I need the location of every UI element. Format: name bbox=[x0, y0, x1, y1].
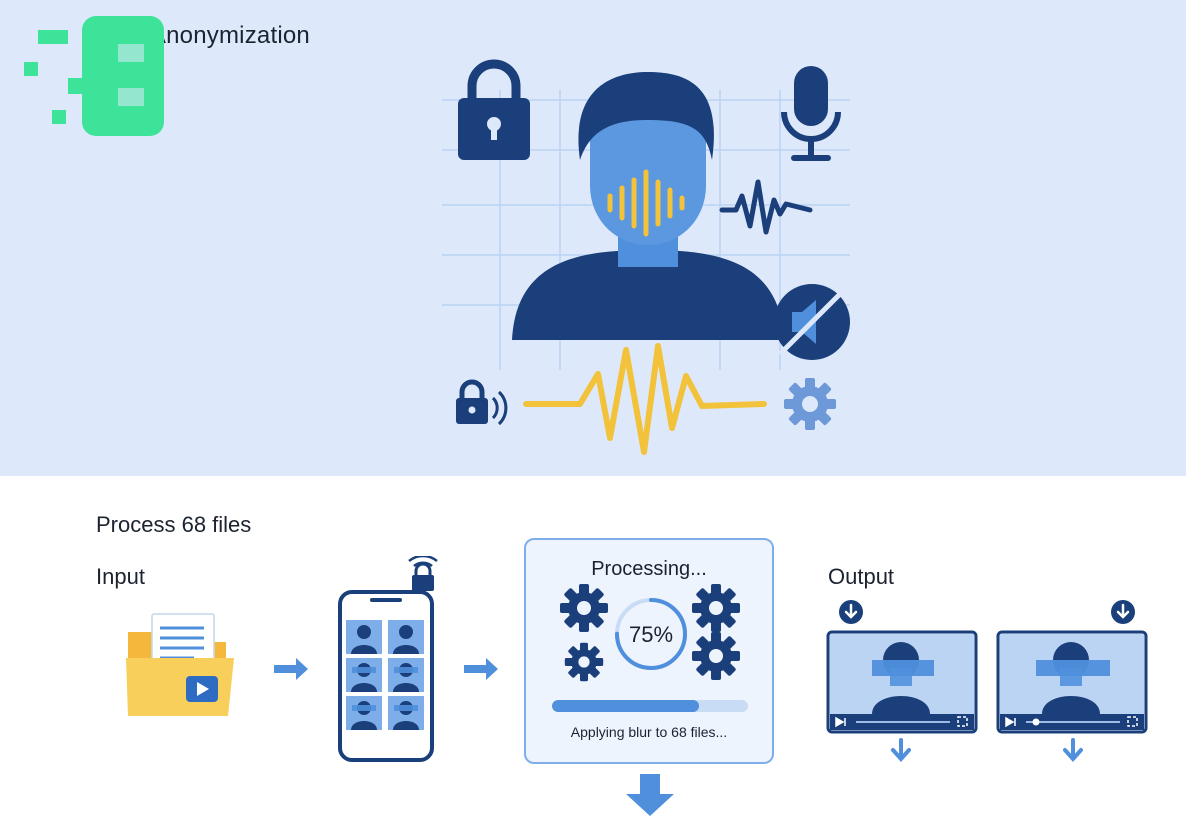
gear-icon bbox=[784, 378, 836, 430]
input-label: Input bbox=[96, 564, 145, 589]
arrow-down-icon bbox=[891, 738, 911, 763]
download-icon bbox=[1111, 600, 1135, 624]
wireless-lock-icon bbox=[456, 379, 508, 426]
process-title: Process 68 files bbox=[96, 512, 252, 537]
progress-bar-fill bbox=[552, 700, 699, 712]
person-icon bbox=[512, 72, 784, 340]
anonymization-illustration bbox=[442, 59, 850, 455]
progress-percent: 75% bbox=[628, 622, 674, 647]
blur-bar bbox=[1036, 660, 1110, 676]
status-text: Applying blur to 68 files... bbox=[570, 724, 728, 740]
output-video-1[interactable] bbox=[826, 598, 978, 768]
download-icon bbox=[839, 600, 863, 624]
microphone-icon bbox=[781, 66, 841, 161]
gear-icon bbox=[682, 622, 750, 690]
soundwave-icon bbox=[719, 179, 813, 235]
waveform-line bbox=[523, 343, 767, 455]
gear-icon bbox=[556, 634, 612, 690]
arrow-right-icon bbox=[274, 658, 308, 680]
progress-bar bbox=[552, 700, 748, 712]
processing-gears bbox=[550, 584, 750, 690]
arrow-down-icon bbox=[626, 774, 674, 816]
output-video-2[interactable] bbox=[996, 598, 1148, 768]
wireless-lock-icon bbox=[408, 556, 438, 591]
folder-video-icon[interactable] bbox=[124, 610, 240, 720]
phone-gallery-icon[interactable] bbox=[334, 556, 446, 768]
blur-bar bbox=[872, 660, 934, 676]
processing-title: Processing... bbox=[591, 558, 707, 580]
gear-icon bbox=[682, 584, 750, 642]
gear-icon bbox=[550, 584, 618, 642]
processing-card: Processing... bbox=[524, 538, 774, 764]
mute-icon bbox=[774, 284, 850, 360]
app-logo-icon bbox=[24, 16, 164, 136]
hero-banner: Audio Anonymization bbox=[0, 0, 1186, 476]
arrow-down-icon bbox=[1063, 738, 1083, 763]
arrow-right-icon bbox=[464, 658, 498, 680]
progress-ring bbox=[615, 598, 687, 670]
output-label: Output bbox=[828, 564, 895, 589]
process-section: Process 68 files Input Output bbox=[0, 476, 1186, 832]
lock-icon bbox=[458, 59, 530, 160]
